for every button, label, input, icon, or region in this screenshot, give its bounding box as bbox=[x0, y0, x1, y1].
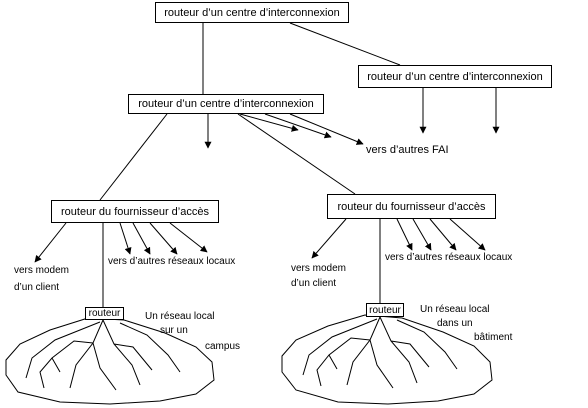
arrow-right-isp-lan-1 bbox=[396, 218, 413, 251]
left-client-label-line1: vers modem bbox=[14, 265, 70, 276]
left-other-lans-label: vers d’autres réseaux locaux bbox=[108, 256, 236, 267]
building-network-links bbox=[302, 316, 458, 389]
right-other-lans-label: vers d’autres réseaux locaux bbox=[385, 252, 513, 263]
campus-router[interactable]: routeur bbox=[85, 307, 124, 320]
arrow-left-isp-lan-1 bbox=[119, 222, 132, 255]
right-client-label-line1: vers modem bbox=[291, 263, 347, 274]
arrow-left-isp-lan-3 bbox=[149, 222, 178, 255]
building-router[interactable]: routeur bbox=[366, 303, 404, 317]
campus-label-line3: campus bbox=[205, 341, 241, 352]
campus-label-line2: sur un bbox=[160, 325, 188, 336]
mid-interconnection-router[interactable]: routeur d’un centre d’interconnexion bbox=[128, 94, 324, 114]
arrow-left-isp-client bbox=[34, 222, 67, 263]
arrow-right-isp-lan-3 bbox=[429, 218, 457, 251]
link-mid-to-left-isp bbox=[99, 113, 168, 201]
link-top-to-right bbox=[289, 22, 401, 66]
arrow-right-isp-lan-2 bbox=[412, 218, 432, 251]
link-mid-to-right-isp bbox=[237, 113, 356, 195]
right-client-label-line2: d’un client bbox=[291, 278, 337, 289]
campus-label-line1: Un réseau local bbox=[145, 311, 215, 322]
building-network-cloud bbox=[281, 314, 493, 405]
other-isps-label: vers d’autres FAI bbox=[366, 144, 449, 156]
building-label-line3: bâtiment bbox=[474, 332, 513, 343]
campus-network-cloud bbox=[5, 317, 215, 405]
campus-network-links bbox=[25, 319, 181, 391]
building-label-line1: Un réseau local bbox=[420, 304, 490, 315]
left-isp-router[interactable]: routeur du fournisseur d’accès bbox=[51, 200, 219, 223]
arrow-right-isp-lan-4 bbox=[449, 218, 486, 251]
right-isp-router[interactable]: routeur du fournisseur d’accès bbox=[327, 194, 496, 219]
arrow-mid-2 bbox=[239, 113, 299, 132]
building-label-line2: dans un bbox=[437, 318, 473, 329]
arrow-mid-3 bbox=[264, 113, 332, 139]
right-interconnection-router[interactable]: routeur d’un centre d’interconnexion bbox=[358, 65, 552, 88]
arrow-mid-4 bbox=[289, 113, 364, 145]
left-client-label-line2: d’un client bbox=[14, 282, 60, 293]
arrow-left-isp-lan-4 bbox=[169, 222, 208, 253]
arrow-left-isp-lan-2 bbox=[132, 222, 151, 255]
arrow-right-isp-client bbox=[311, 218, 347, 259]
top-interconnection-router[interactable]: routeur d’un centre d’interconnexion bbox=[155, 2, 349, 23]
